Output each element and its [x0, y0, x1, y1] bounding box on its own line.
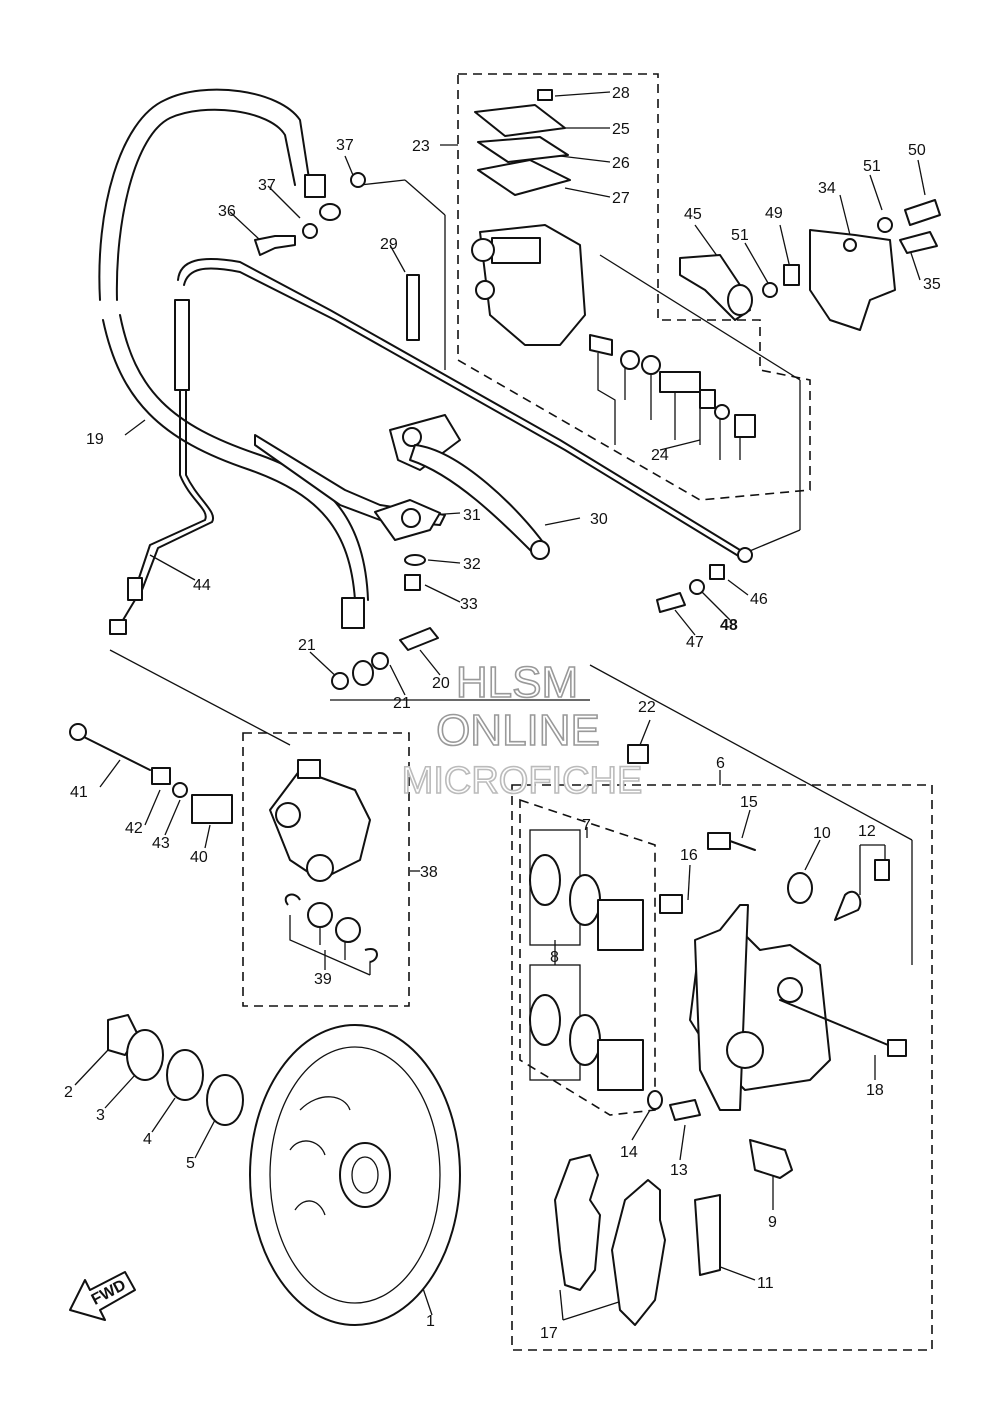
callout-44: 44 — [193, 577, 211, 594]
callout-45: 45 — [684, 206, 702, 223]
rear-caliper-outline — [242, 732, 410, 1007]
watermark-line2: ONLINE — [436, 706, 600, 755]
callout-41: 41 — [70, 784, 88, 801]
callout-13: 13 — [670, 1162, 688, 1179]
leader-lines — [74, 91, 926, 1321]
callout-4: 4 — [143, 1131, 152, 1148]
callout-38: 38 — [420, 864, 438, 881]
callout-21b: 21 — [393, 695, 411, 712]
callout-11: 11 — [757, 1275, 774, 1292]
callout-16: 16 — [680, 847, 698, 864]
callout-31: 31 — [463, 507, 481, 524]
callout-51a: 51 — [863, 158, 881, 175]
watermark-line3: MICROFICHE — [402, 760, 643, 802]
callout-23: 23 — [412, 138, 430, 155]
callout-40: 40 — [190, 849, 208, 866]
brake-hose-19 — [98, 88, 374, 686]
callout-19: 19 — [86, 431, 104, 448]
callout-12: 12 — [858, 823, 876, 840]
callout-42: 42 — [125, 820, 143, 837]
callout-18: 18 — [866, 1082, 884, 1099]
callout-50: 50 — [908, 142, 926, 159]
rear-caliper — [69, 723, 378, 963]
callout-15: 15 — [740, 794, 758, 811]
master-cylinder — [406, 89, 756, 438]
callout-2: 2 — [64, 1084, 73, 1101]
brake-cable-44 — [109, 258, 753, 635]
watermark-line1: HLSM — [456, 658, 578, 707]
banjo-bolts — [254, 172, 649, 764]
callout-49: 49 — [765, 205, 783, 222]
callout-22: 22 — [638, 699, 656, 716]
callout-34: 34 — [818, 180, 836, 197]
callout-35: 35 — [923, 276, 941, 293]
callout-28: 28 — [612, 85, 630, 102]
callout-24: 24 — [651, 447, 669, 464]
brake-pads — [554, 1154, 721, 1326]
watermark: HLSM ONLINE MICROFICHE — [401, 657, 643, 803]
callout-30: 30 — [590, 511, 608, 528]
callout-labels: 1 2 3 4 5 6 7 8 9 10 11 12 13 14 15 16 1… — [64, 85, 941, 1342]
callout-8: 8 — [550, 949, 559, 966]
callout-43: 43 — [152, 835, 170, 852]
piston-kit-outline — [519, 798, 656, 1116]
master-cylinder-group-outline — [457, 73, 811, 501]
brake-lever — [254, 414, 550, 591]
callout-1: 1 — [426, 1313, 435, 1330]
callout-29: 29 — [380, 236, 398, 253]
caliper-assy-outline — [511, 784, 933, 1351]
callout-33: 33 — [460, 596, 478, 613]
parking-lever-assy — [656, 199, 941, 613]
callout-37b: 37 — [336, 137, 354, 154]
callout-7: 7 — [582, 817, 591, 834]
callout-14: 14 — [620, 1144, 638, 1161]
callout-3: 3 — [96, 1107, 105, 1124]
callout-25: 25 — [612, 121, 630, 138]
callout-5: 5 — [186, 1155, 195, 1172]
callout-32: 32 — [463, 556, 481, 573]
callout-17: 17 — [540, 1325, 558, 1342]
callout-6: 6 — [716, 755, 725, 772]
callout-48: 48 — [720, 617, 738, 634]
callout-36: 36 — [218, 203, 236, 220]
callout-51b: 51 — [731, 227, 749, 244]
fwd-arrow: FWD — [69, 1271, 136, 1321]
callout-10: 10 — [813, 825, 831, 842]
callout-46: 46 — [750, 591, 768, 608]
callout-21a: 21 — [298, 637, 316, 654]
callout-47: 47 — [686, 634, 704, 651]
front-caliper — [529, 832, 907, 1179]
callout-39: 39 — [314, 971, 332, 988]
callout-20: 20 — [432, 675, 450, 692]
callout-9: 9 — [768, 1214, 777, 1231]
callout-26: 26 — [612, 155, 630, 172]
callout-37a: 37 — [258, 177, 276, 194]
callout-27: 27 — [612, 190, 630, 207]
brake-disc — [107, 1014, 461, 1326]
